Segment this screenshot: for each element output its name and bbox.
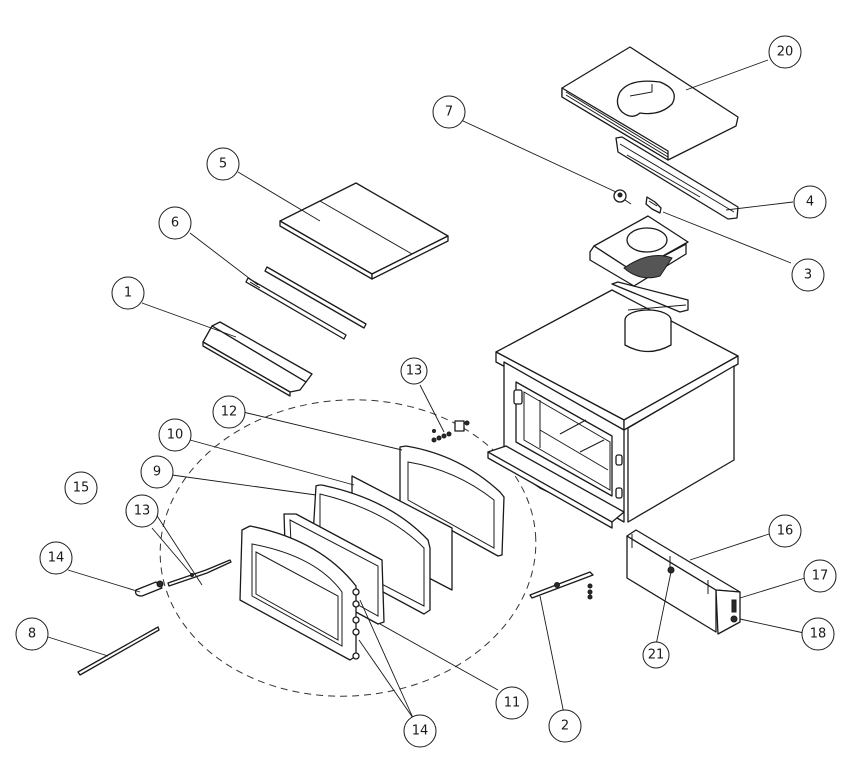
part-damper-bracket bbox=[645, 196, 662, 214]
svg-text:3: 3 bbox=[804, 268, 812, 283]
svg-text:17: 17 bbox=[812, 569, 829, 584]
svg-text:18: 18 bbox=[810, 627, 827, 642]
callout-13-hardware: 13 bbox=[400, 357, 428, 385]
callout-9: 9 bbox=[140, 455, 174, 489]
svg-text:7: 7 bbox=[445, 105, 453, 120]
callout-17: 16 bbox=[768, 514, 802, 548]
svg-text:2: 2 bbox=[561, 719, 569, 734]
part-hinge-pin bbox=[77, 626, 160, 676]
callout-19: 18 bbox=[801, 617, 835, 651]
part-top-rear-rail bbox=[615, 136, 739, 220]
leader-lines bbox=[47, 59, 806, 719]
door-assembly-group-outline bbox=[159, 399, 537, 697]
callout-11: 11 bbox=[495, 686, 529, 720]
callout-21: 21 bbox=[642, 641, 670, 669]
svg-text:4: 4 bbox=[806, 195, 814, 210]
part-air-tubes bbox=[245, 266, 367, 340]
part-glass-retainer bbox=[399, 445, 505, 557]
callout-7: 7 bbox=[432, 95, 466, 129]
svg-text:20: 20 bbox=[777, 45, 794, 60]
svg-text:21: 21 bbox=[648, 648, 665, 663]
callout-1: 1 bbox=[111, 276, 145, 310]
callout-4: 4 bbox=[793, 185, 827, 219]
svg-text:13: 13 bbox=[406, 364, 423, 379]
part-baffle-channel bbox=[202, 321, 313, 397]
svg-text:11: 11 bbox=[504, 696, 521, 711]
part-damper-assembly bbox=[589, 215, 689, 313]
svg-text:16: 16 bbox=[777, 524, 794, 539]
svg-text:14: 14 bbox=[48, 551, 65, 566]
part-latch-rod bbox=[167, 559, 232, 587]
part-glass-frame bbox=[311, 484, 431, 615]
callout-13-rod: 13 bbox=[125, 494, 159, 528]
part-baffle-board bbox=[279, 182, 449, 280]
svg-text:10: 10 bbox=[167, 428, 184, 443]
svg-text:15: 15 bbox=[73, 481, 90, 496]
svg-text:9: 9 bbox=[153, 465, 161, 480]
svg-text:6: 6 bbox=[171, 216, 179, 231]
callout-8: 8 bbox=[15, 617, 49, 651]
svg-text:12: 12 bbox=[221, 405, 238, 420]
callout-10: 10 bbox=[158, 418, 192, 452]
part-door-handle bbox=[529, 571, 594, 600]
callout-5: 5 bbox=[206, 147, 240, 181]
svg-text:8: 8 bbox=[28, 627, 36, 642]
svg-text:5: 5 bbox=[219, 157, 227, 172]
svg-text:13: 13 bbox=[134, 504, 151, 519]
callout-6: 6 bbox=[158, 206, 192, 240]
callout-20: 20 bbox=[768, 35, 802, 69]
callout-14: 14 bbox=[403, 714, 437, 748]
part-damper-knob bbox=[613, 189, 632, 205]
callout-18: 17 bbox=[803, 559, 837, 593]
part-door-frame bbox=[239, 525, 360, 661]
callout-2: 2 bbox=[548, 709, 582, 743]
part-latch-hardware bbox=[431, 420, 470, 443]
part-stove-body bbox=[487, 289, 739, 529]
callout-3: 3 bbox=[791, 258, 825, 292]
callout-12: 12 bbox=[212, 395, 246, 429]
callout-16: 15 bbox=[64, 471, 98, 505]
callout-15: 14 bbox=[39, 541, 73, 575]
part-handle-knob bbox=[134, 580, 164, 597]
svg-text:1: 1 bbox=[124, 286, 132, 301]
part-top-cover bbox=[561, 46, 739, 161]
svg-text:14: 14 bbox=[412, 724, 429, 739]
part-fan-housing bbox=[626, 529, 741, 635]
